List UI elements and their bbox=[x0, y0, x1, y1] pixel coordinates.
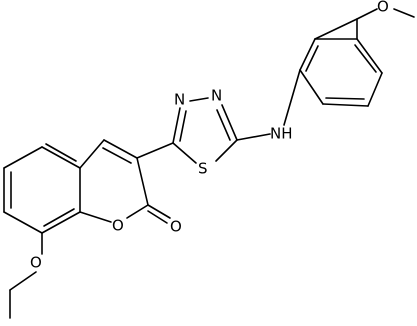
bond bbox=[314, 18, 358, 40]
bond bbox=[136, 157, 149, 206]
bond bbox=[215, 139, 238, 162]
atom-label-o-carbonyl: O bbox=[170, 218, 182, 236]
bond bbox=[147, 210, 168, 224]
bond bbox=[221, 104, 238, 141]
bond bbox=[9, 271, 37, 291]
atom-label-nh: NH bbox=[270, 125, 293, 143]
bond bbox=[3, 211, 43, 234]
bond bbox=[216, 109, 231, 141]
bond-layer bbox=[3, 8, 415, 319]
atom-label-layer: N N S NH O O O O bbox=[30, 0, 389, 272]
bond bbox=[3, 146, 43, 169]
bond bbox=[367, 72, 383, 107]
bond bbox=[41, 146, 81, 169]
bond bbox=[356, 8, 378, 20]
bond bbox=[283, 69, 301, 126]
bond bbox=[356, 38, 383, 74]
bond bbox=[136, 142, 174, 159]
atom-label-o-methoxy: O bbox=[377, 0, 389, 16]
bond bbox=[322, 103, 369, 107]
bond bbox=[299, 69, 324, 105]
atom-label-s1: S bbox=[198, 160, 208, 178]
bond bbox=[325, 97, 365, 100]
bond bbox=[172, 142, 197, 164]
bond bbox=[147, 204, 171, 219]
bond bbox=[102, 147, 132, 164]
bond bbox=[299, 38, 316, 71]
atom-label-n3: N bbox=[174, 91, 185, 109]
bond bbox=[236, 133, 271, 141]
bond bbox=[126, 204, 149, 219]
bond bbox=[103, 139, 138, 159]
bond bbox=[305, 45, 319, 72]
bond bbox=[354, 44, 377, 73]
bond bbox=[79, 211, 112, 223]
bond bbox=[189, 97, 209, 102]
atom-label-n4: N bbox=[211, 87, 222, 105]
bond bbox=[45, 143, 77, 162]
bond bbox=[41, 211, 81, 234]
bond bbox=[179, 110, 187, 142]
bond bbox=[172, 107, 181, 144]
atom-label-o-ethoxy: O bbox=[30, 254, 42, 272]
bond bbox=[393, 8, 415, 18]
bond bbox=[43, 208, 75, 227]
bond bbox=[79, 139, 105, 169]
atom-label-o-ring: O bbox=[112, 217, 124, 235]
